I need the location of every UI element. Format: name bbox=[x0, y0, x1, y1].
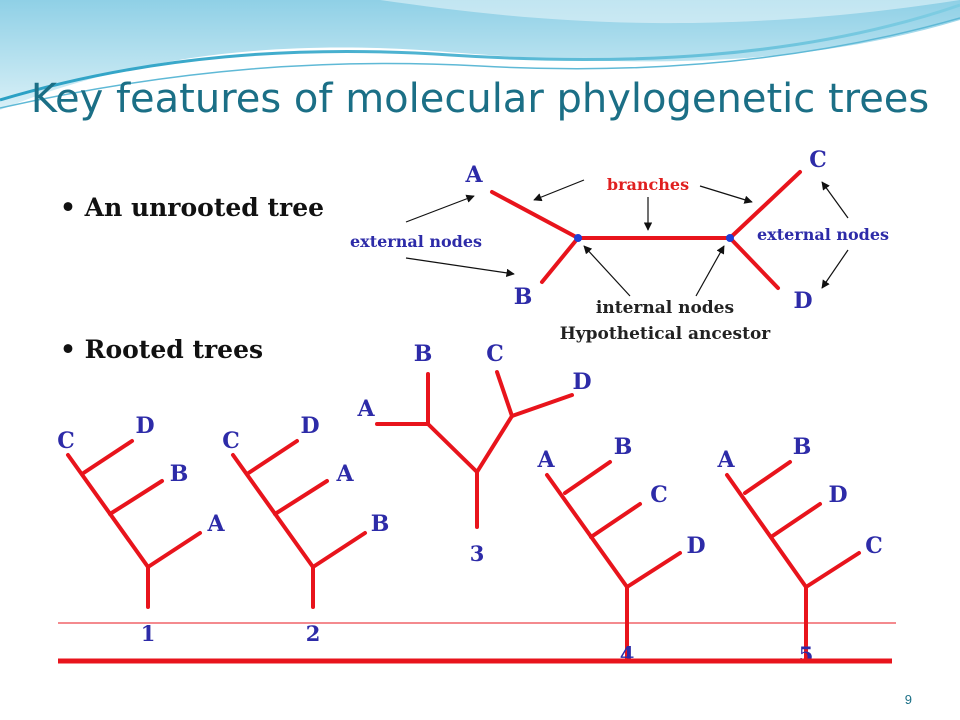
rooted-tree-2: C D A B 2 bbox=[222, 413, 389, 646]
rooted-tree-3: A B C D 3 bbox=[356, 341, 591, 566]
bullet-unrooted-tree: • An unrooted tree bbox=[60, 193, 324, 222]
unrooted-branch-c bbox=[728, 170, 802, 240]
external-nodes-label-right: external nodes bbox=[757, 225, 889, 244]
tree-3-leaf-a: A bbox=[356, 396, 375, 422]
tree-4-leaf-b: B bbox=[614, 434, 633, 460]
tree-3-leaf-b: B bbox=[414, 341, 433, 367]
internal-node-left bbox=[574, 234, 582, 242]
unrooted-leaf-d: D bbox=[793, 288, 812, 314]
unrooted-tree-diagram: A B C D branches external nodes external… bbox=[350, 147, 889, 344]
arrow-external-b bbox=[405, 257, 515, 278]
arrow-internal-right bbox=[695, 245, 725, 297]
unrooted-branch-d bbox=[728, 236, 780, 290]
tree-1-leaf-c: C bbox=[57, 428, 75, 454]
internal-node-right bbox=[726, 234, 734, 242]
tree-2-number: 2 bbox=[306, 621, 321, 646]
arrow-external-d bbox=[821, 249, 849, 289]
hypothetical-ancestor-label: Hypothetical ancestor bbox=[560, 324, 772, 344]
tree-2-leaf-d: D bbox=[300, 413, 319, 439]
header-wave-decoration bbox=[0, 0, 960, 110]
unrooted-branch-b bbox=[540, 236, 580, 284]
bullet-rooted-trees: • Rooted trees bbox=[60, 335, 263, 364]
tree-4-leaf-d: D bbox=[686, 533, 705, 559]
unrooted-branch-a bbox=[490, 190, 580, 240]
unrooted-leaf-b: B bbox=[514, 284, 533, 310]
arrow-internal-left bbox=[583, 245, 631, 297]
tree-1-leaf-b: B bbox=[170, 461, 189, 487]
tree-2-leaf-c: C bbox=[222, 428, 240, 454]
unrooted-leaf-a: A bbox=[464, 162, 483, 188]
tree-2-leaf-a: A bbox=[335, 461, 354, 487]
slide-title: Key features of molecular phylogenetic t… bbox=[31, 76, 930, 122]
rooted-tree-5: A B D C 5 bbox=[716, 434, 882, 667]
arrow-branches-right bbox=[699, 185, 753, 204]
annotation-arrows bbox=[405, 179, 849, 297]
tree-3-leaf-c: C bbox=[486, 341, 504, 367]
external-nodes-label-left: external nodes bbox=[350, 232, 482, 251]
tree-4-leaf-c: C bbox=[650, 482, 668, 508]
tree-5-leaf-d: D bbox=[828, 482, 847, 508]
branches-label: branches bbox=[607, 175, 689, 194]
unrooted-leaf-c: C bbox=[809, 147, 827, 173]
internal-nodes-label: internal nodes bbox=[596, 298, 734, 318]
tree-3-number: 3 bbox=[470, 541, 485, 566]
page-number: 9 bbox=[905, 692, 912, 707]
arrow-external-c bbox=[821, 181, 849, 219]
arrow-branches-left bbox=[533, 179, 585, 202]
rooted-tree-4: A B C D 4 bbox=[536, 434, 705, 667]
tree-3-leaf-d: D bbox=[572, 369, 591, 395]
tree-5-leaf-b: B bbox=[793, 434, 812, 460]
tree-1-number: 1 bbox=[141, 621, 156, 646]
tree-2-leaf-b: B bbox=[371, 511, 390, 537]
tree-1-leaf-d: D bbox=[135, 413, 154, 439]
tree-1-leaf-a: A bbox=[206, 511, 225, 537]
tree-5-leaf-a: A bbox=[716, 447, 735, 473]
tree-4-leaf-a: A bbox=[536, 447, 555, 473]
tree-5-leaf-c: C bbox=[865, 533, 883, 559]
arrow-external-a bbox=[405, 194, 475, 223]
rooted-tree-1: C D B A 1 bbox=[57, 413, 225, 646]
